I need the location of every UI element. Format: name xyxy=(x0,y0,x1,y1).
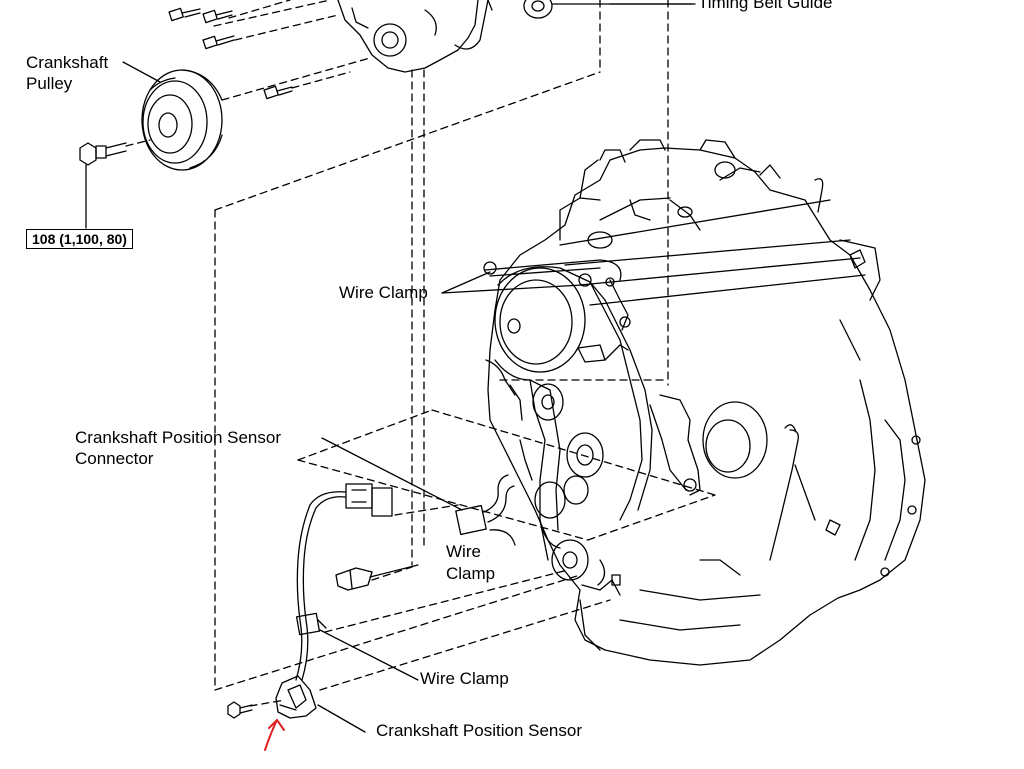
bolt-top-1 xyxy=(168,7,201,22)
crankshaft-pulley xyxy=(141,69,223,171)
label-wire-clamp-top: Wire Clamp xyxy=(339,283,428,302)
sensor-wire-harness xyxy=(295,491,346,681)
leader-cps xyxy=(317,704,366,733)
label-crankshaft-pulley-line2: Pulley xyxy=(26,74,73,93)
label-crankshaft-pulley-line1: Crankshaft xyxy=(26,53,109,72)
red-arrow-annotation xyxy=(264,718,285,751)
timing-belt-guide-part xyxy=(523,0,693,19)
crankshaft-position-sensor xyxy=(275,675,317,719)
timing-belt-and-pulleys xyxy=(483,259,701,596)
leader-wire-clamp-top-1 xyxy=(441,271,491,294)
label-wire-clamp-mid-line2: Clamp xyxy=(446,564,496,583)
bolt-top-3 xyxy=(202,35,235,50)
wire-clamp-on-harness xyxy=(295,612,327,636)
engine-block xyxy=(487,139,926,666)
label-wire-clamp-bottom: Wire Clamp xyxy=(420,669,509,688)
torque-spec-box: 108 (1,100, 80) xyxy=(26,229,133,249)
leader-wire-clamp-bottom xyxy=(319,629,419,681)
sensor-bolt xyxy=(227,701,253,719)
label-cps-connector-line2: Connector xyxy=(75,449,154,468)
dashed-assembly-lines xyxy=(125,0,716,707)
pulley-bolt xyxy=(79,142,127,229)
sensor-connector-plug xyxy=(345,483,393,517)
label-crankshaft-position-sensor: Crankshaft Position Sensor xyxy=(376,721,582,740)
wire-clamp-loose xyxy=(335,567,373,591)
timing-belt-cover-fragment xyxy=(337,0,493,73)
bolt-top-2 xyxy=(202,9,233,24)
label-cps-connector-line1: Crankshaft Position Sensor xyxy=(75,428,281,447)
label-wire-clamp-mid-line1: Wire xyxy=(446,542,481,561)
leader-crankshaft-pulley xyxy=(122,61,161,83)
bolt-mid xyxy=(263,85,293,100)
label-timing-belt-guide: Timing Belt Guide xyxy=(698,0,833,12)
leader-wire-clamp-top-2 xyxy=(441,284,583,294)
leader-cps-connector xyxy=(321,437,463,511)
engine-side-connector xyxy=(455,474,516,546)
